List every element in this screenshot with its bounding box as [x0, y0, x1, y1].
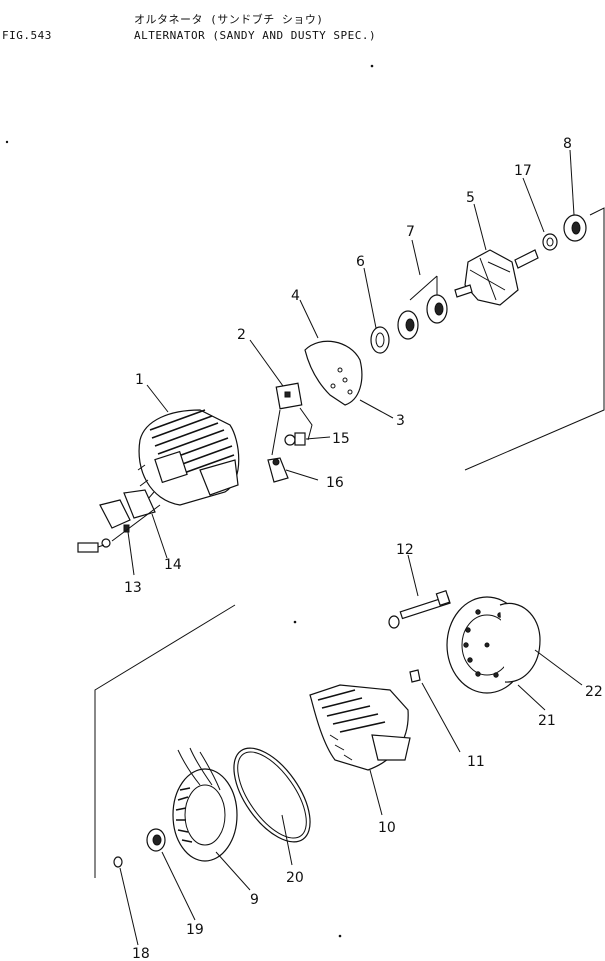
- callout-4: 4: [291, 288, 300, 304]
- callout-8: 8: [563, 136, 572, 152]
- callout-10: 10: [378, 820, 396, 836]
- part-3-4-end-plate: [304, 340, 363, 406]
- part-10-rear-housing: [309, 684, 411, 771]
- scan-specks: [5, 64, 374, 938]
- callout-13: 13: [124, 580, 142, 596]
- part-11-nut: [409, 669, 421, 683]
- part-6-bearing: [370, 326, 390, 354]
- callout-15: 15: [332, 431, 350, 447]
- part-12-through-bolt: [388, 589, 451, 629]
- part-1-front-housing: [137, 409, 240, 506]
- part-7-pulleys: [397, 275, 448, 340]
- part-5-rotor: [454, 249, 539, 306]
- callout-11: 11: [467, 754, 485, 770]
- callout-16: 16: [326, 475, 344, 491]
- part-9-stator: [172, 747, 238, 862]
- callout-12: 12: [396, 542, 414, 558]
- callout-17: 17: [514, 163, 532, 179]
- callout-14: 14: [164, 557, 182, 573]
- callout-20: 20: [286, 870, 304, 886]
- callout-2: 2: [237, 327, 246, 343]
- part-2-regulator: [267, 382, 313, 483]
- part-8-bearing: [563, 214, 587, 242]
- callout-19: 19: [186, 922, 204, 938]
- callout-1: 1: [135, 372, 144, 388]
- callout-22: 22: [585, 684, 603, 700]
- callout-21: 21: [538, 713, 556, 729]
- leader-lines: [119, 149, 583, 946]
- part-13-14-brush-plates: [77, 489, 161, 553]
- callout-9: 9: [250, 892, 259, 908]
- lower-assembly-bracket: [94, 604, 236, 878]
- part-17-spacer: [542, 233, 558, 251]
- callout-labels: 1 2 3 4 5 6 7 8 9 10 11 12 13 14 15 16 1…: [124, 136, 603, 961]
- callout-7: 7: [406, 224, 415, 240]
- callout-5: 5: [466, 190, 475, 206]
- callout-18: 18: [132, 946, 150, 961]
- upper-assembly-bracket: [464, 207, 605, 471]
- part-19-bearing: [146, 828, 166, 852]
- diagram-title: ALTERNATOR (SANDY AND DUSTY SPEC.): [134, 29, 377, 42]
- part-18-snap-ring: [113, 856, 123, 868]
- japanese-title: オルタネータ (サンドブチ ショウ): [134, 13, 324, 26]
- callout-3: 3: [396, 413, 405, 429]
- callout-6: 6: [356, 254, 365, 270]
- part-20-seal-ring: [233, 747, 311, 843]
- fig-number: FIG.543: [2, 29, 52, 42]
- part-21-22-fan-pulley: [446, 596, 541, 694]
